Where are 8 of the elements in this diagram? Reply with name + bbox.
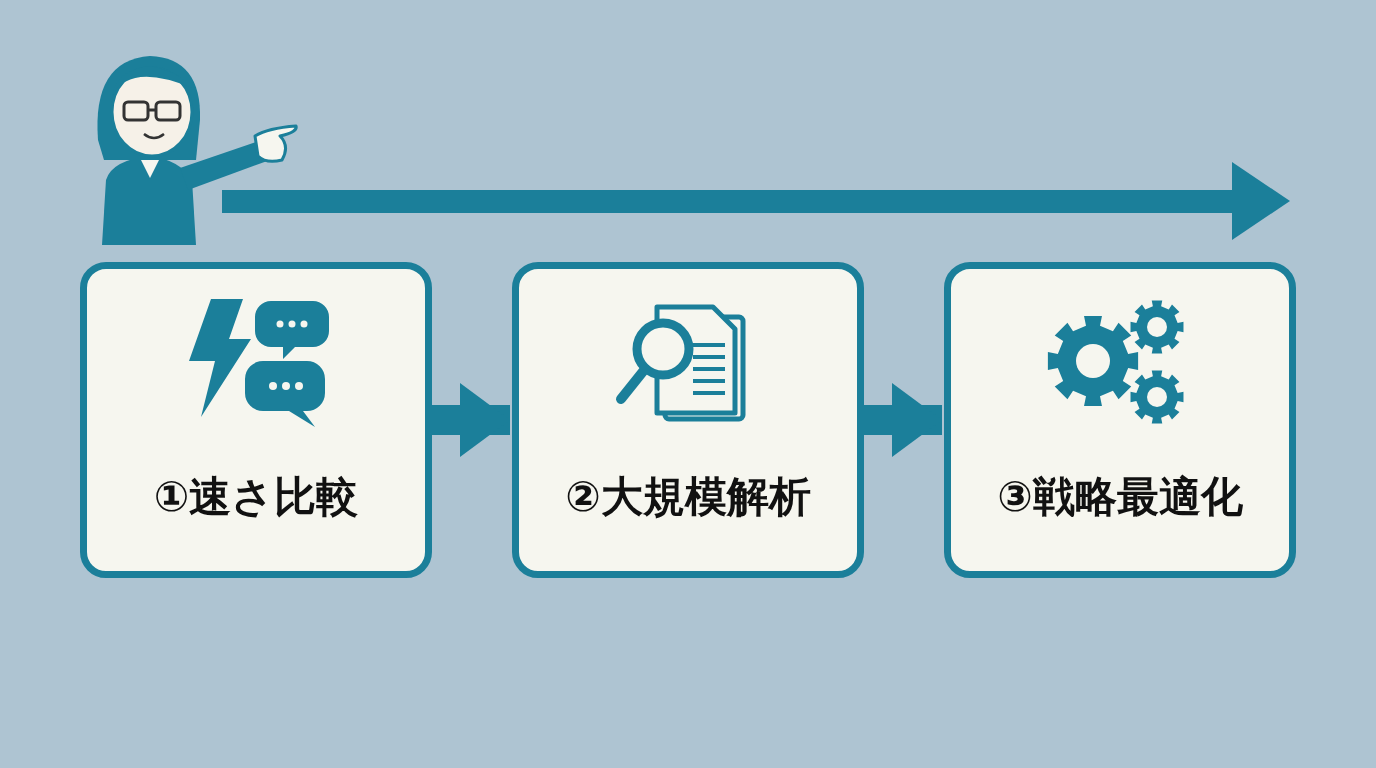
step-title: ①速さ比較 xyxy=(153,471,359,523)
arrow xyxy=(864,383,942,457)
arrow xyxy=(432,383,510,457)
step-card xyxy=(944,262,1296,578)
step-title: ②大規模解析 xyxy=(565,471,811,523)
step-card xyxy=(512,262,864,578)
step-card xyxy=(80,262,432,578)
step-title: ③戦略最適化 xyxy=(997,471,1243,523)
